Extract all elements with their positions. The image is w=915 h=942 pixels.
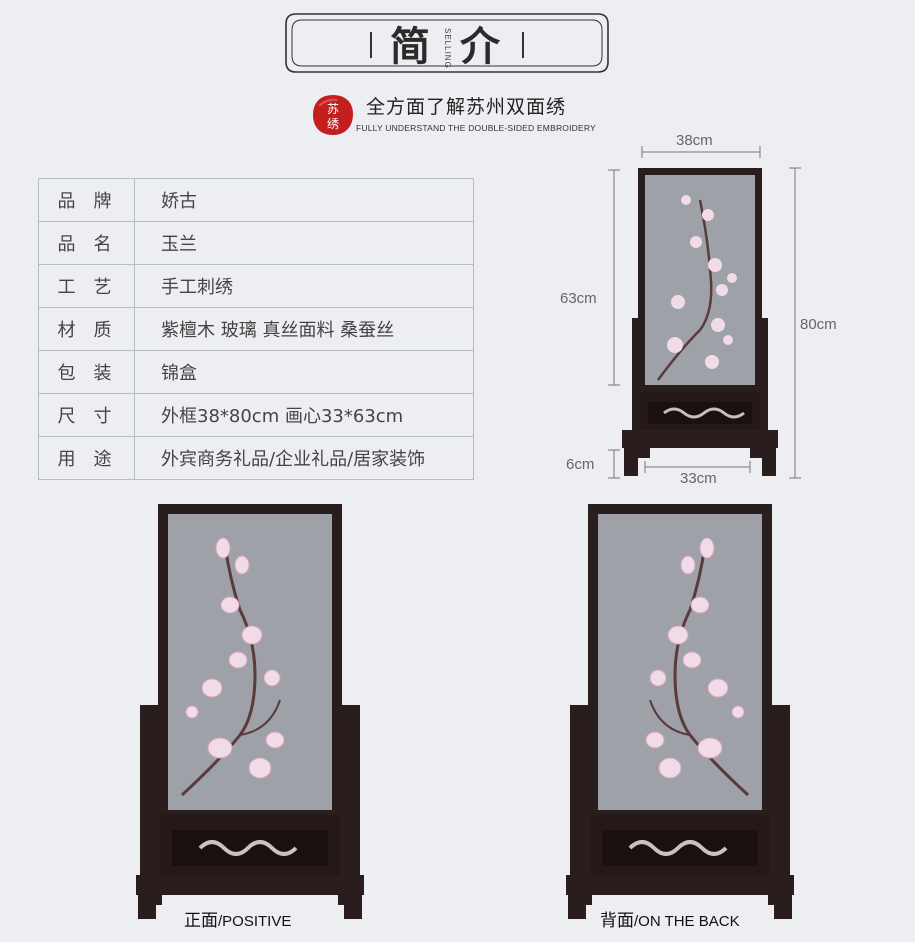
dimension-diagram xyxy=(608,146,801,479)
spec-value: 紫檀木 玻璃 真丝面料 桑蚕丝 xyxy=(134,307,474,351)
spec-table: 品牌娇古品名玉兰工艺手工刺绣材质紫檀木 玻璃 真丝面料 桑蚕丝包装锦盒尺寸外框3… xyxy=(38,178,474,480)
dim-total-height: 80cm xyxy=(800,316,837,333)
caption-back-cn: 背面 xyxy=(600,911,634,931)
svg-text:苏: 苏 xyxy=(327,102,339,116)
spec-row: 工艺手工刺绣 xyxy=(38,264,474,308)
spec-row: 品名玉兰 xyxy=(38,221,474,265)
dim-base-height: 6cm xyxy=(566,456,595,473)
svg-text:绣: 绣 xyxy=(327,117,339,131)
spec-key: 材质 xyxy=(38,307,135,351)
spec-row: 品牌娇古 xyxy=(38,178,474,222)
title-banner: 简 介 SELLING xyxy=(282,10,612,76)
spec-row: 尺寸外框38*80cm 画心33*63cm xyxy=(38,393,474,437)
subtitle-english: FULLY UNDERSTAND THE DOUBLE-SIDED EMBROI… xyxy=(356,123,596,133)
red-seal-logo: 苏 绣 xyxy=(313,95,353,135)
subtitle-chinese: 全方面了解苏州双面绣 xyxy=(366,96,567,118)
spec-key: 用途 xyxy=(38,436,135,480)
screen-front-image xyxy=(136,504,364,919)
screen-thumbnail xyxy=(622,168,778,476)
caption-front-en: /POSITIVE xyxy=(218,913,292,930)
spec-row: 用途外宾商务礼品/企业礼品/居家装饰 xyxy=(38,436,474,480)
spec-value: 玉兰 xyxy=(134,221,474,265)
caption-front: 正面/POSITIVE xyxy=(184,906,291,931)
spec-row: 材质紫檀木 玻璃 真丝面料 桑蚕丝 xyxy=(38,307,474,351)
spec-value: 手工刺绣 xyxy=(134,264,474,308)
spec-value: 锦盒 xyxy=(134,350,474,394)
spec-value: 外框38*80cm 画心33*63cm xyxy=(134,393,474,437)
spec-row: 包装锦盒 xyxy=(38,350,474,394)
caption-front-cn: 正面 xyxy=(184,911,218,931)
spec-key: 工艺 xyxy=(38,264,135,308)
banner-title: 简 介 xyxy=(282,10,612,76)
banner-title-char-1: 简 xyxy=(390,23,434,70)
banner-frame xyxy=(285,13,609,73)
banner-title-char-2: 介 xyxy=(460,23,504,70)
spec-key: 品牌 xyxy=(38,178,135,222)
spec-key: 包装 xyxy=(38,350,135,394)
caption-back-en: /ON THE BACK xyxy=(634,913,740,930)
caption-back: 背面/ON THE BACK xyxy=(600,906,740,931)
dim-panel-width: 33cm xyxy=(680,470,717,487)
dim-top-width: 38cm xyxy=(676,132,713,149)
screen-back-image xyxy=(566,504,794,919)
banner-vertical-label: SELLING xyxy=(443,28,452,69)
spec-key: 品名 xyxy=(38,221,135,265)
dim-panel-height: 63cm xyxy=(560,290,597,307)
spec-value: 娇古 xyxy=(134,178,474,222)
spec-key: 尺寸 xyxy=(38,393,135,437)
spec-value: 外宾商务礼品/企业礼品/居家装饰 xyxy=(134,436,474,480)
